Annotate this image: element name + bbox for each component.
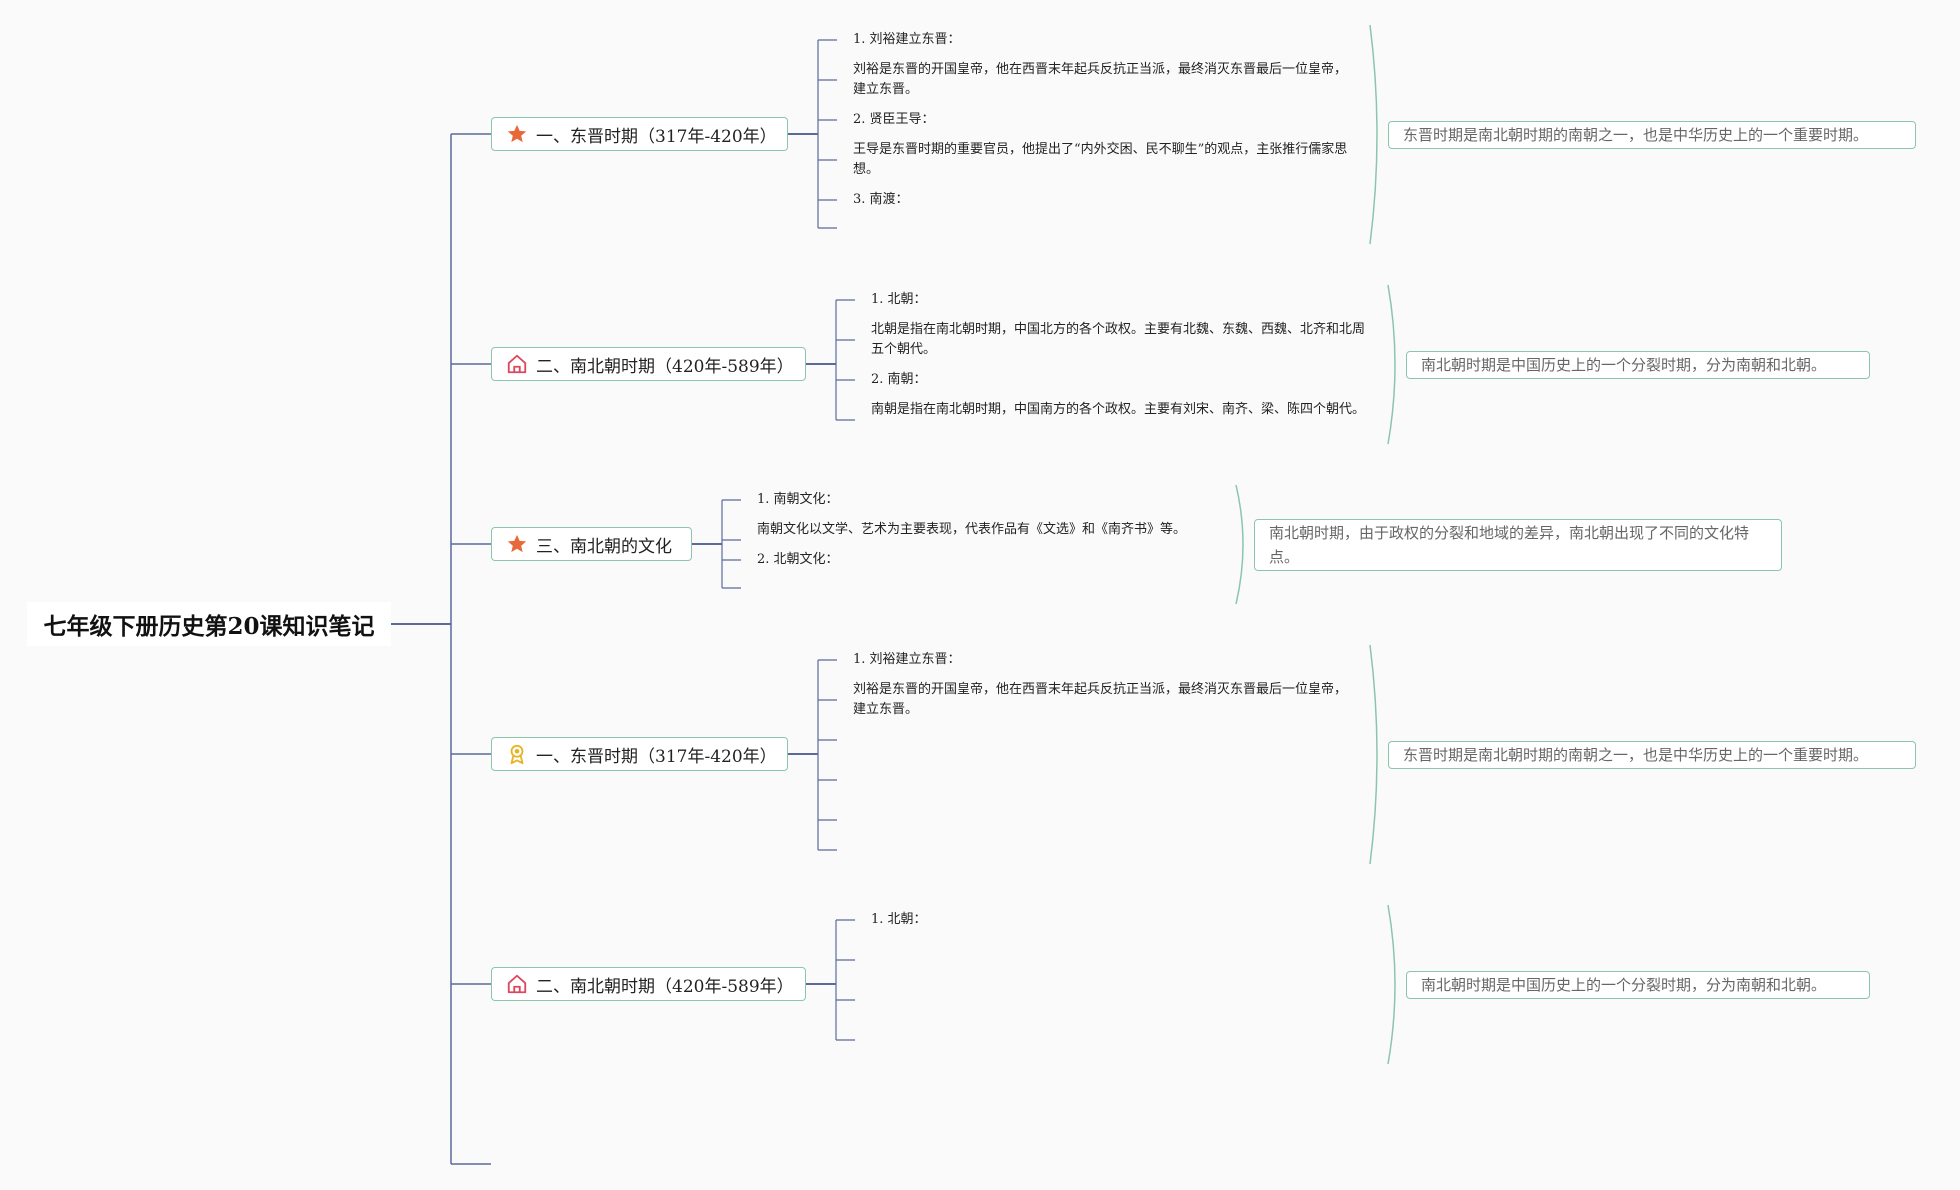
summary-box[interactable]: 南北朝时期是中国历史上的一个分裂时期，分为南朝和北朝。 [1406,351,1870,379]
subtopic-item[interactable]: 1. 刘裕建立东晋： [853,32,961,47]
topic-node[interactable]: 一、东晋时期（317年-420年） [491,117,788,151]
summary-bracket [1235,484,1244,605]
subtopic-item[interactable]: 1. 北朝： [871,292,927,307]
summary-box[interactable]: 东晋时期是南北朝时期的南朝之一，也是中华历史上的一个重要时期。 [1388,741,1916,769]
star-icon [506,533,528,555]
topic-title: 二、南北朝时期（420年-589年） [536,976,794,997]
root-topic[interactable]: 七年级下册历史第20课知识笔记 [27,602,391,646]
topic-title: 一、东晋时期（317年-420年） [536,126,777,147]
star-icon [506,123,528,145]
root-title: 七年级下册历史第20课知识笔记 [43,613,375,640]
subtopic-item[interactable]: 南朝文化以文学、艺术为主要表现，代表作品有《文选》和《南齐书》等。 [757,522,1187,537]
subtopic-item[interactable]: 王导是东晋时期的重要官员，他提出了“内外交困、民不聊生”的观点，主张推行儒家思想… [853,142,1348,177]
topic-title: 一、东晋时期（317年-420年） [536,746,777,767]
subtopic-item[interactable]: 2. 北朝文化： [757,552,839,567]
subtopic-item[interactable]: 刘裕是东晋的开国皇帝，他在西晋末年起兵反抗正当派，最终消灭东晋最后一位皇帝，建立… [853,62,1348,97]
topic-title: 三、南北朝的文化 [536,536,672,557]
topic-node[interactable]: 二、南北朝时期（420年-589年） [491,967,806,1001]
summary-bracket [1387,904,1396,1065]
subtopic-item[interactable]: 1. 刘裕建立东晋： [853,652,961,667]
topic-node[interactable]: 一、东晋时期（317年-420年） [491,737,788,771]
subtopic-item[interactable]: 2. 南朝： [871,372,927,387]
summary-bracket [1369,644,1378,865]
subtopic-item[interactable]: 1. 北朝： [871,912,927,927]
subtopic-item[interactable]: 南朝是指在南北朝时期，中国南方的各个政权。主要有刘宋、南齐、梁、陈四个朝代。 [871,402,1366,417]
summary-box[interactable]: 南北朝时期，由于政权的分裂和地域的差异，南北朝出现了不同的文化特点。 [1254,519,1782,571]
summary-box[interactable]: 南北朝时期是中国历史上的一个分裂时期，分为南朝和北朝。 [1406,971,1870,999]
house-icon [506,353,528,375]
subtopic-item[interactable]: 北朝是指在南北朝时期，中国北方的各个政权。主要有北魏、东魏、西魏、北齐和北周五个… [871,322,1366,357]
summary-box[interactable]: 东晋时期是南北朝时期的南朝之一，也是中华历史上的一个重要时期。 [1388,121,1916,149]
subtopic-item[interactable]: 刘裕是东晋的开国皇帝，他在西晋末年起兵反抗正当派，最终消灭东晋最后一位皇帝，建立… [853,682,1348,717]
topic-node[interactable]: 三、南北朝的文化 [491,527,692,561]
topic-node[interactable]: 二、南北朝时期（420年-589年） [491,347,806,381]
topic-title: 二、南北朝时期（420年-589年） [536,356,794,377]
award-icon [506,743,528,765]
subtopic-item[interactable]: 2. 贤臣王导： [853,112,935,127]
summary-bracket [1369,24,1378,245]
summary-bracket [1387,284,1396,445]
house-icon [506,973,528,995]
subtopic-item[interactable]: 1. 南朝文化： [757,492,839,507]
subtopic-item[interactable]: 3. 南渡： [853,192,909,207]
